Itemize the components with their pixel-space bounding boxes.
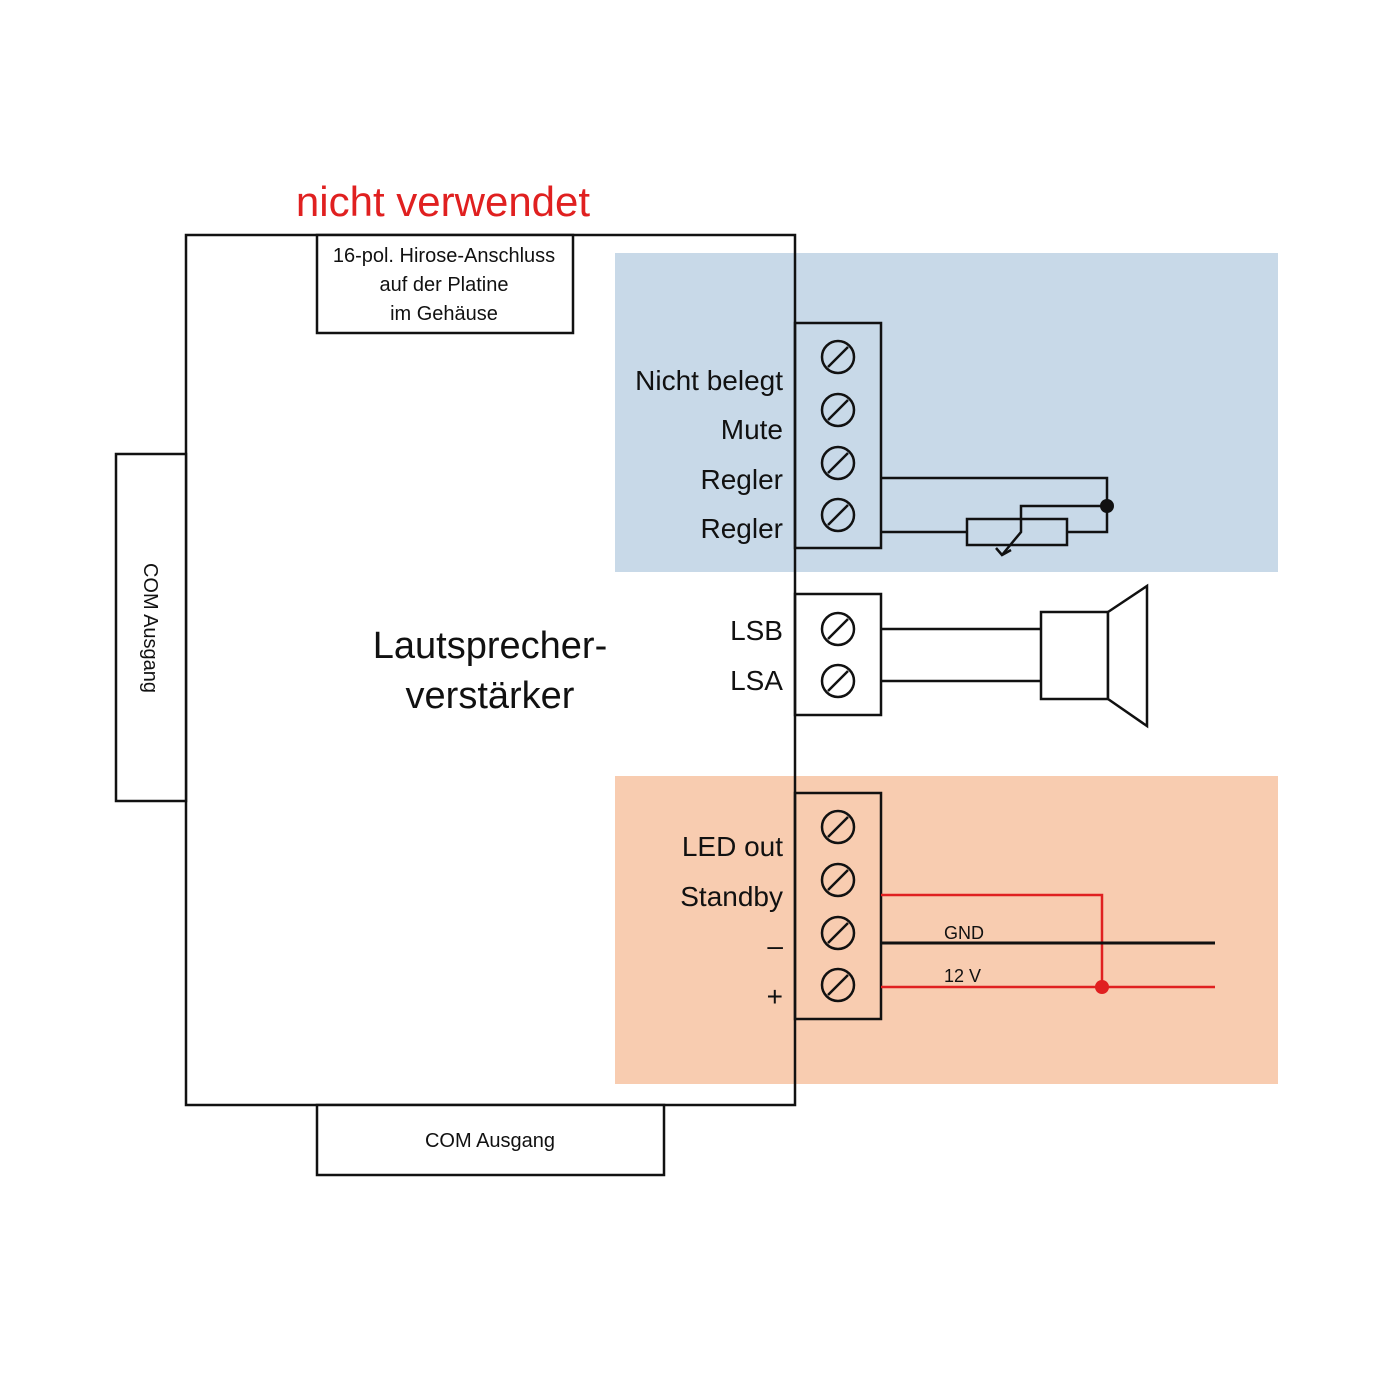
screw-terminal-icon [820, 497, 856, 533]
terminal-label-standby: Standby [680, 881, 783, 912]
junction-dot [1095, 980, 1109, 994]
terminal-label-regler-1: Regler [701, 464, 783, 495]
speaker-icon [1039, 583, 1149, 729]
screw-terminal-icon [820, 967, 856, 1003]
screw-terminal-icon [820, 611, 856, 647]
screw-terminal-icon [820, 339, 856, 375]
com-output-bottom [315, 1103, 666, 1177]
terminal-label-minus: – [767, 930, 783, 961]
speaker-wires [881, 627, 1041, 683]
terminal-label-lsa: LSA [730, 665, 783, 696]
terminal-label-not-used: Nicht belegt [635, 365, 783, 396]
power-zone-background [615, 776, 1278, 1084]
terminal-label-regler-2: Regler [701, 513, 783, 544]
screw-terminal-icon [820, 862, 856, 898]
standby-wire [881, 893, 1104, 987]
screw-terminal-icon [820, 392, 856, 428]
screw-terminal-icon [820, 445, 856, 481]
terminal-label-plus: + [767, 981, 783, 1012]
com-output-bottom-label: COM Ausgang [425, 1130, 555, 1152]
unused-note: nicht verwendet [296, 178, 590, 225]
hirose-label-line2: auf der Platine [380, 274, 509, 296]
terminal-label-lsb: LSB [730, 615, 783, 646]
com-output-left [114, 452, 188, 803]
12v-label: 12 V [944, 966, 981, 986]
terminal-label-led-out: LED out [682, 831, 783, 862]
control-zone-background [615, 253, 1278, 572]
screw-terminal-icon [820, 915, 856, 951]
com-output-left-label: COM Ausgang [139, 563, 161, 693]
screw-terminal-icon [820, 663, 856, 699]
hirose-connector [315, 233, 575, 335]
amplifier-label-line2: verstärker [406, 675, 575, 717]
amplifier-label-line1: Lautsprecher- [373, 625, 607, 667]
junction-dot [1100, 499, 1114, 513]
terminal-block-control [793, 321, 883, 550]
terminal-block-power [793, 791, 883, 1021]
gnd-label: GND [944, 923, 984, 943]
terminal-label-mute: Mute [721, 414, 783, 445]
hirose-label-line3: im Gehäuse [390, 303, 498, 325]
terminal-block-speaker [793, 592, 883, 717]
hirose-label-line1: 16-pol. Hirose-Anschluss [333, 245, 555, 267]
screw-terminal-icon [820, 809, 856, 845]
